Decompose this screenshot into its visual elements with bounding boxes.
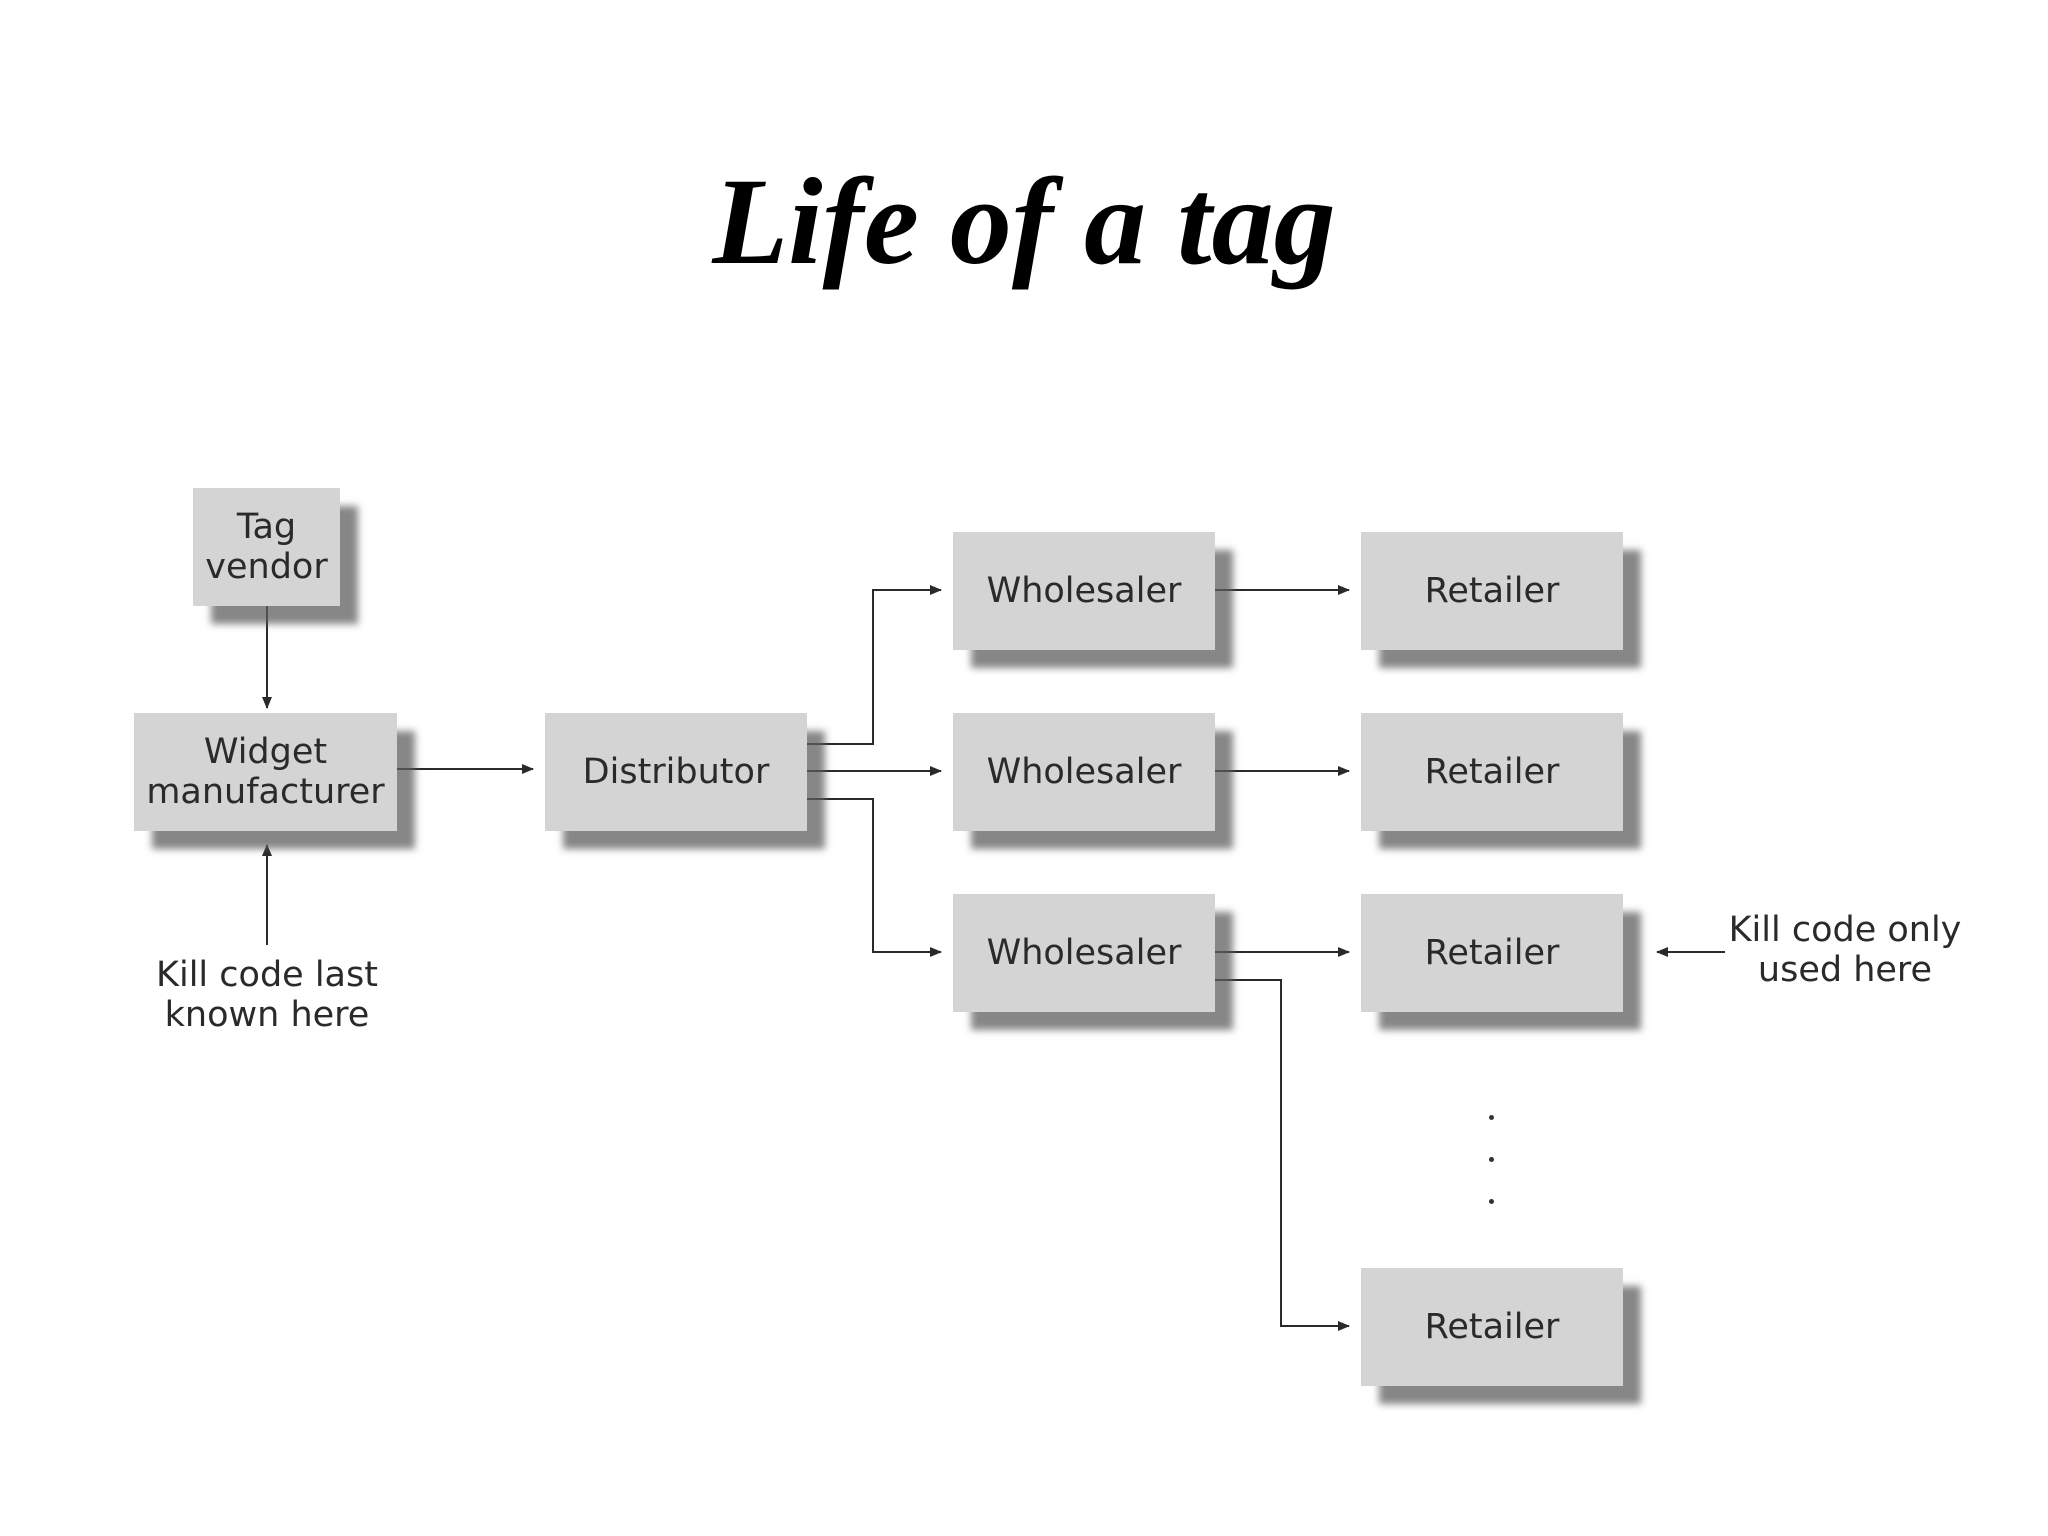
ellipsis-dot-1 (1489, 1115, 1494, 1120)
node-tag-vendor: Tag vendor (193, 488, 340, 606)
node-wholesaler-1: Wholesaler (953, 532, 1215, 650)
edge-wholesaler-3-to-retailer-4 (1215, 979, 1350, 1331)
ellipsis-dot-3 (1489, 1199, 1494, 1204)
node-retailer-3: Retailer (1361, 894, 1623, 1012)
ellipsis-dot-2 (1489, 1157, 1494, 1162)
edge-distributor-to-wholesaler-3 (807, 798, 942, 957)
node-retailer-4: Retailer (1361, 1268, 1623, 1386)
note-kill-code-only-used: Kill code only used here (1728, 910, 1962, 990)
node-wholesaler-3: Wholesaler (953, 894, 1215, 1012)
node-distributor: Distributor (545, 713, 807, 831)
diagram-title: Life of a tag (712, 153, 1336, 290)
node-widget-manufacturer: Widget manufacturer (134, 713, 397, 831)
node-retailer-1: Retailer (1361, 532, 1623, 650)
node-retailer-2: Retailer (1361, 713, 1623, 831)
note-kill-code-last-known: Kill code last known here (156, 955, 378, 1035)
edge-distributor-to-wholesaler-1 (807, 585, 942, 745)
node-wholesaler-2: Wholesaler (953, 713, 1215, 831)
